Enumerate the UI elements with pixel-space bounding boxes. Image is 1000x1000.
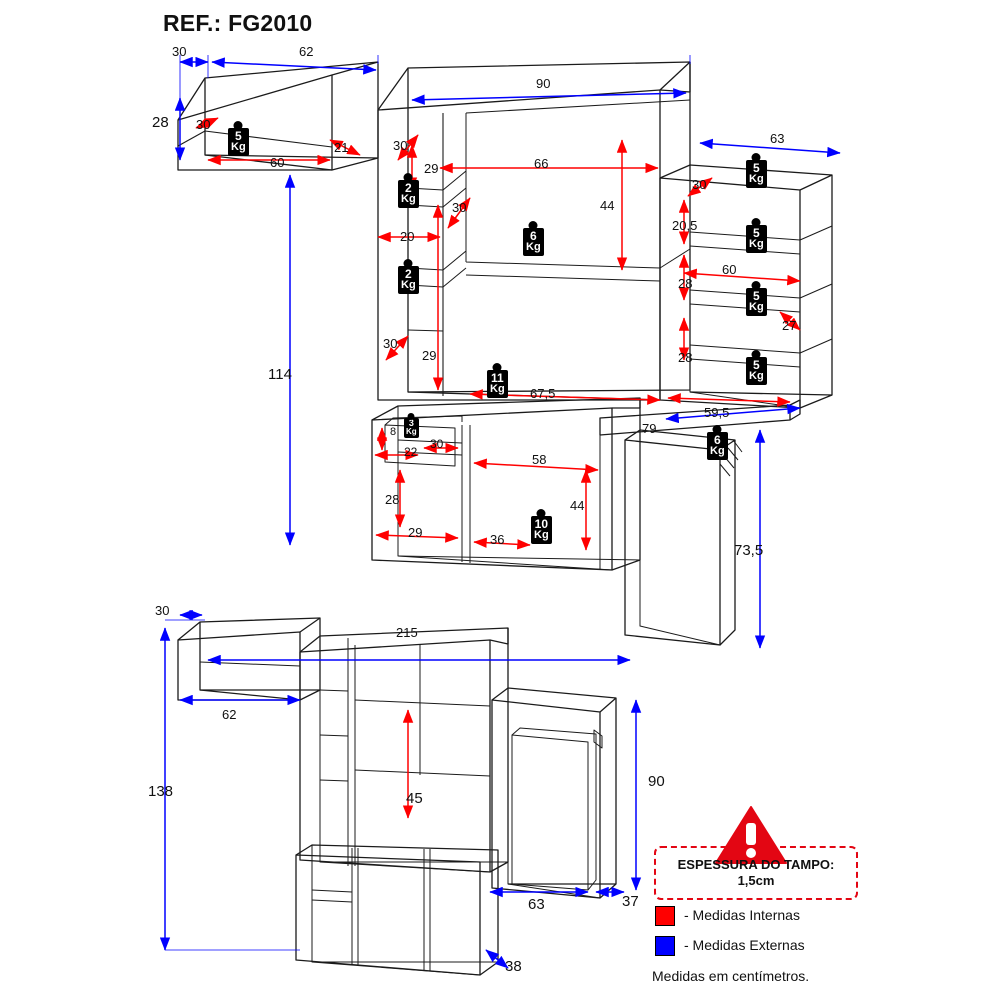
dim-63-bottom: 63 — [528, 896, 545, 913]
dim-30-small: 30 — [430, 437, 444, 451]
dim-44-lower: 44 — [570, 498, 585, 513]
person-head-icon — [233, 121, 243, 130]
dim-29-col-d: 29 — [422, 348, 437, 363]
dim-90-top: 90 — [536, 76, 551, 91]
dim-114-left: 114 — [268, 366, 292, 383]
person-head-icon — [751, 350, 761, 359]
dim-45-bottom: 45 — [406, 790, 423, 807]
dim-21-upper-left: 21 — [334, 140, 349, 155]
dim-215-bottom: 215 — [396, 625, 418, 640]
dim-27-right: 27 — [782, 318, 797, 333]
dim-28-right-b: 28 — [678, 350, 693, 365]
dim-138-bottom: 138 — [148, 783, 174, 800]
legend-swatch-external — [655, 936, 675, 956]
dim-67-5-bottom: 67,5 — [530, 386, 556, 401]
person-head-icon — [403, 259, 413, 268]
warning-line-2: 1,5cm — [737, 873, 775, 888]
dim-28-right-a: 28 — [678, 276, 693, 291]
legend-label-internal: - Medidas Internas — [684, 907, 800, 923]
dim-36-lower: 36 — [490, 532, 505, 547]
dim-73-5-right: 73,5 — [734, 542, 764, 559]
legend-swatch-internal — [655, 906, 675, 926]
page-title: REF.: FG2010 — [163, 10, 313, 36]
dim-58-mid: 58 — [532, 452, 547, 467]
exclamation-icon — [715, 806, 787, 864]
dim-30-right-small: 30 — [692, 177, 707, 192]
dim-29-lower-left: 29 — [408, 525, 423, 540]
person-head-icon — [403, 173, 413, 182]
legend-units-note: Medidas em centímetros. — [652, 968, 810, 984]
person-head-icon — [712, 425, 722, 434]
dim-59-5-bottom: 59,5 — [704, 405, 730, 420]
dim-66-center: 66 — [534, 156, 549, 171]
dim-30-col-a: 30 — [393, 138, 408, 153]
dim-20-5-right: 20,5 — [672, 218, 698, 233]
dim-29-col-a: 29 — [424, 161, 439, 176]
dim-20-col: 20 — [400, 229, 415, 244]
dim-30-bottom: 30 — [155, 603, 170, 618]
legend-label-external: - Medidas Externas — [684, 937, 805, 953]
person-head-icon — [751, 218, 761, 227]
dim-8-small: 8 — [390, 426, 397, 438]
dim-62-top: 62 — [299, 44, 314, 59]
dim-28-left: 28 — [152, 114, 169, 131]
dim-60-right: 60 — [722, 262, 737, 277]
dim-63-right: 63 — [770, 131, 785, 146]
person-head-icon — [751, 281, 761, 290]
person-head-icon — [528, 221, 538, 230]
dim-60-upper-left: 60 — [270, 155, 285, 170]
warning-line-1: ESPESSURA DO TAMPO: — [677, 856, 835, 872]
dim-22-small: 22 — [404, 445, 418, 459]
person-head-icon — [536, 509, 546, 518]
dim-44-center: 44 — [600, 198, 615, 213]
dim-38-bottom: 38 — [505, 958, 522, 975]
dim-90-bottom: 90 — [648, 773, 665, 790]
dim-30-top-left: 30 — [172, 44, 187, 59]
person-head-icon — [751, 153, 761, 162]
person-head-icon — [492, 363, 502, 372]
thickness-warning-box: ESPESSURA DO TAMPO: 1,5cm — [654, 846, 858, 900]
dim-62-bottom: 62 — [222, 707, 237, 722]
dim-30-col-c: 30 — [383, 336, 398, 351]
dim-28-lower-left: 28 — [385, 492, 400, 507]
dim-79-bottom: 79 — [642, 421, 657, 436]
dim-30-col-b: 30 — [452, 200, 467, 215]
dim-37-bottom: 37 — [622, 893, 639, 910]
person-head-icon — [407, 413, 415, 420]
dim-30-left-inner: 30 — [196, 117, 211, 132]
